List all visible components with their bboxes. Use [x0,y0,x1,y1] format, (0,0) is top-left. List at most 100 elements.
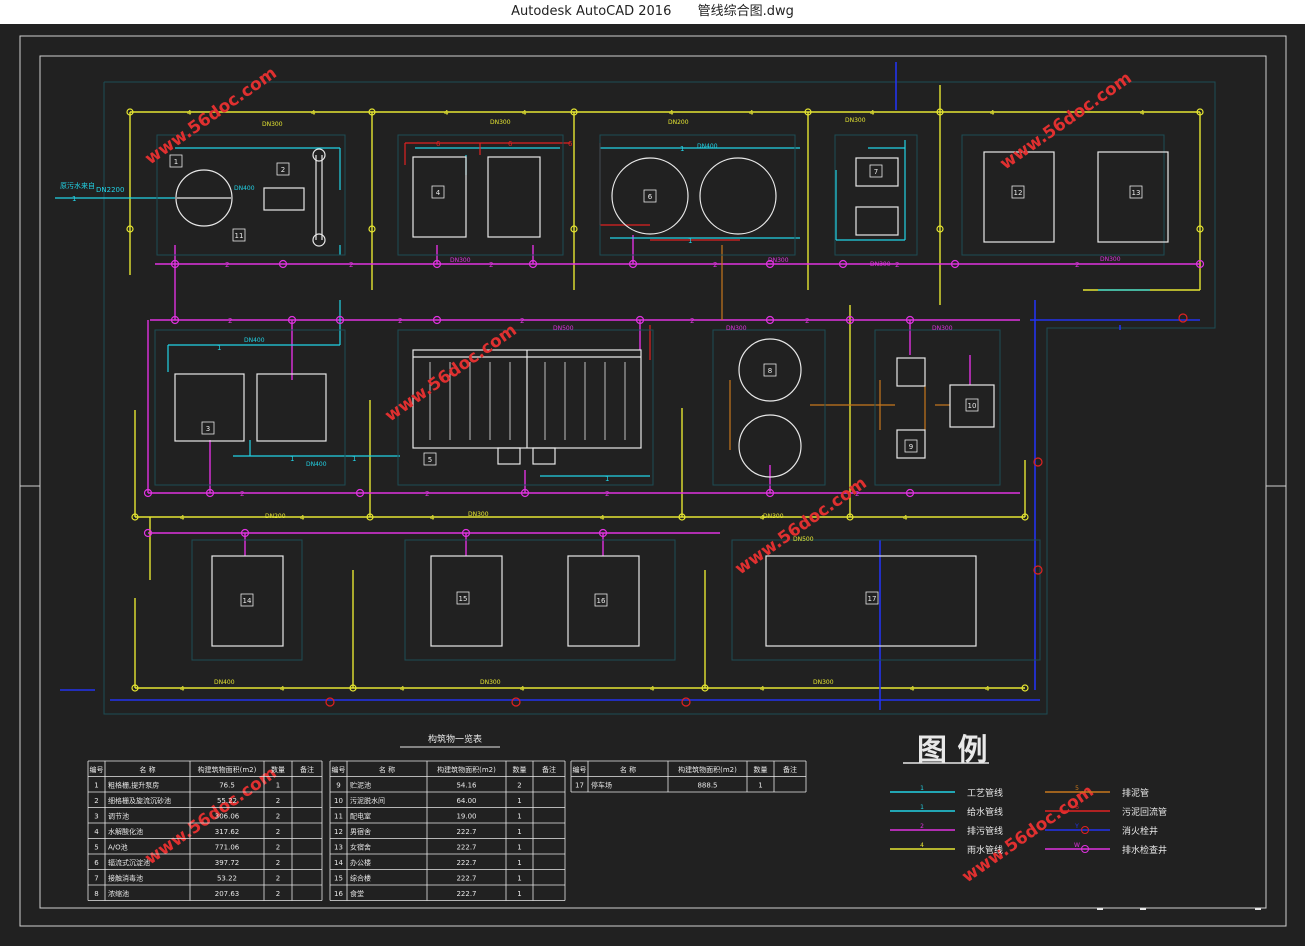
fire-pipes [60,62,1200,710]
pipe-number: 4 [903,514,908,522]
building-tag-box [594,593,608,607]
building-number: 10 [968,402,977,410]
building-tag-box [869,164,883,178]
site-boundary [103,81,1216,715]
table-header: 编号 [332,765,346,774]
rain-well [936,108,944,116]
table-header: 名 称 [620,765,636,774]
table-cell: 64.00 [456,797,476,805]
table-cell: 食堂 [350,889,364,898]
pipe-number: 2 [349,261,353,269]
building-number: 13 [1132,189,1141,197]
sewage-pipes [147,235,1200,556]
building-number: 12 [1014,189,1023,197]
building-number: 17 [868,595,877,603]
legend-label: 排水检查井 [1122,844,1167,856]
rain-well [678,513,686,521]
table-cell: 1 [517,859,521,867]
dn-label: DN200 [265,513,286,520]
building-tag-box [1129,185,1143,199]
watermark-text: www.56doc.com [141,63,280,169]
legend-title: 图 例 [917,733,987,768]
table-header: 构建筑物面积(m2) [198,765,257,774]
inspection-well [765,315,775,325]
pipe-number: 2 [228,317,232,325]
legend-mark: 5 [1075,785,1079,792]
dn-label: DN300 [763,513,784,520]
table-cell: 综合楼 [350,874,371,883]
pipe-number: 2 [1075,261,1079,269]
legend-label: 雨水管线 [967,844,1003,856]
building-number: 16 [597,597,606,605]
inspection-well [1195,259,1205,269]
watermark-text: www.56doc.com [996,68,1135,174]
dn-label: DN400 [234,185,255,192]
table-header: 备注 [783,765,797,774]
building-tag-box [865,591,879,605]
building-number: 3 [206,425,210,433]
rain-well [1196,108,1204,116]
title-block-mark [1140,908,1146,910]
rain-well [570,108,578,116]
legend-mark: 1 [920,785,924,792]
table-cell: 222.7 [456,890,476,898]
table-cell: 2 [276,844,280,852]
table-cell: 1 [758,782,762,790]
table-cell: 1 [517,828,521,836]
pipe-number: 4 [520,685,525,693]
pipe-number: 4 [280,685,285,693]
table-cell: 207.63 [215,890,240,898]
pipe-number: 4 [760,685,765,693]
pipe-number: 1 [72,195,76,203]
pipe-number: 4 [311,109,316,117]
inlet-label: 原污水来自 [60,181,95,190]
building-zones [154,134,1165,661]
rain-well [131,513,139,521]
pipe-number: 1 [290,455,294,463]
table-cell: 771.06 [215,844,240,852]
watermark-text: www.56doc.com [731,473,870,579]
inspection-well [170,259,180,269]
pipe-number: 4 [522,109,527,117]
table-cell: 配电室 [350,812,371,821]
building-number: 6 [648,193,653,201]
rain-well [368,225,376,233]
dn-label: DN300 [468,511,489,518]
building-number: 7 [874,168,878,176]
table-cell: 317.62 [215,828,240,836]
table-cell: 4 [94,828,99,836]
pipe-number: 2 [398,317,402,325]
inspection-well [845,315,855,325]
rain-wells [126,108,1204,692]
table-cell: 19.00 [456,813,476,821]
pipe-number: 4 [300,514,305,522]
pipe-number: 2 [240,490,244,498]
dn-label: DN500 [553,325,574,332]
title-block-mark [1255,908,1261,910]
pipe-number: 4 [180,514,185,522]
rain-well [126,108,134,116]
dn-label: DN300 [845,117,866,124]
inspection-well [905,315,915,325]
pipe-number: 4 [1140,109,1145,117]
pipe-number: 2 [805,317,809,325]
inspection-well [355,488,365,498]
building-tag-box [232,228,246,242]
dn-label: DN400 [306,461,327,468]
table-cell: 水解酸化池 [108,827,143,836]
table-cell: 女宿舍 [350,843,371,852]
pipe-number: 6 [568,140,573,148]
building-tag-box [456,591,470,605]
table-cell: 2 [276,797,280,805]
pipe-number: 2 [489,261,493,269]
pipe-number: 2 [605,490,609,498]
table-cell: 13 [334,844,343,852]
table-cell: 14 [334,859,343,867]
table-cell: 浓缩池 [108,889,129,898]
rain-well [368,108,376,116]
legend-label: 消火栓井 [1122,825,1158,837]
inner-frame [39,55,1267,909]
fire-hydrant-wells [325,313,1188,707]
